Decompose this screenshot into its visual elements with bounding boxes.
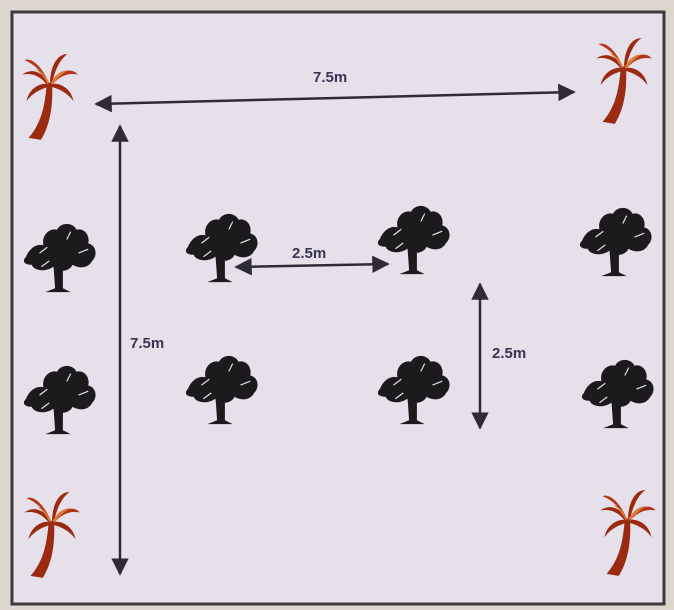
left-spacing-label: 7.5m — [130, 335, 164, 352]
top-spacing-label: 7.5m — [313, 69, 347, 86]
inner-horizontal-arrow — [234, 255, 390, 276]
diagram-frame — [10, 10, 666, 606]
inner-horizontal-label: 2.5m — [292, 245, 326, 262]
top-spacing-arrow — [94, 83, 576, 113]
inner-vertical-label: 2.5m — [492, 345, 526, 362]
